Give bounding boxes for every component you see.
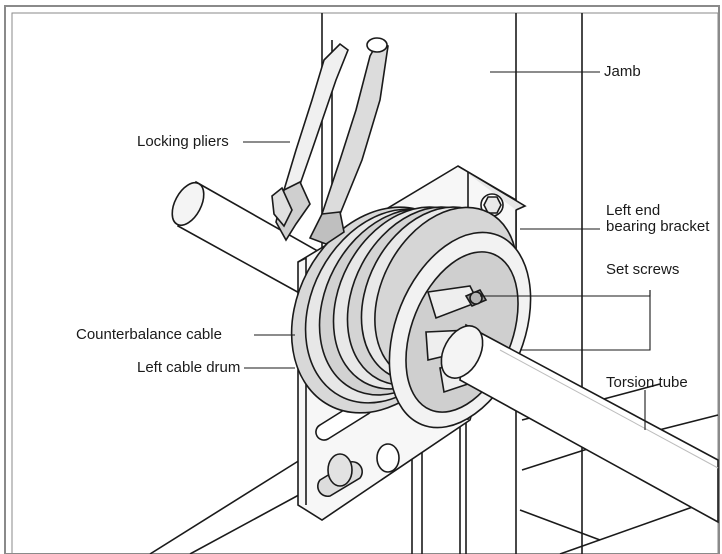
leader-lines	[243, 71, 651, 430]
frame-inner	[11, 12, 719, 554]
frame-border	[4, 5, 720, 554]
label-locking-pliers: Locking pliers	[137, 133, 229, 150]
label-jamb: Jamb	[604, 63, 641, 80]
label-left-cable-drum: Left cable drum	[137, 359, 241, 376]
label-set-screws: Set screws	[606, 261, 680, 278]
locking-pliers	[271, 37, 389, 245]
label-counterbalance-cable: Counterbalance cable	[76, 326, 222, 343]
label-torsion-tube: Torsion tube	[606, 374, 688, 391]
torsion-tube-right	[440, 323, 719, 524]
label-left-end-line1: Left end	[606, 202, 661, 219]
label-left-end-line2: bearing bracket	[606, 218, 710, 235]
